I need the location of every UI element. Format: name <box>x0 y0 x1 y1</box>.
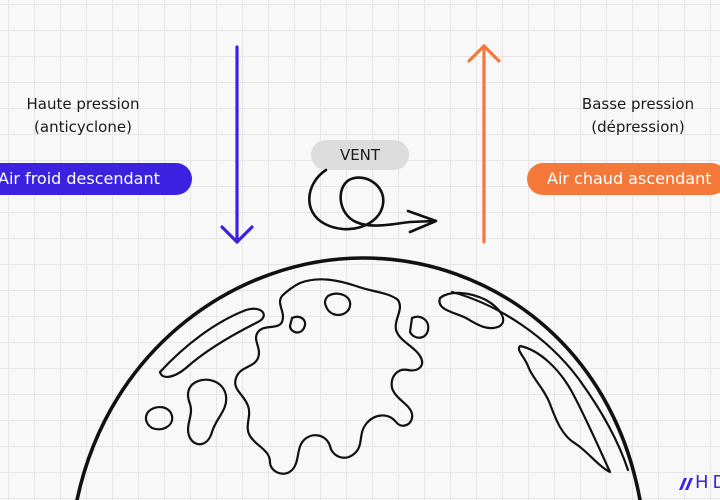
warm-air-ascending-badge: Air chaud ascendant <box>527 163 720 195</box>
high-pressure-subtitle: (anticyclone) <box>34 118 132 136</box>
logo-mark-icon <box>679 478 693 490</box>
cold-air-descending-badge: Air froid descendant <box>0 163 192 195</box>
logo-text: HD <box>695 472 720 493</box>
wind-badge: VENT <box>311 140 409 170</box>
high-pressure-label: Haute pression (anticyclone) <box>8 93 158 139</box>
low-pressure-subtitle: (dépression) <box>591 118 685 136</box>
low-pressure-title: Basse pression <box>581 95 695 113</box>
low-pressure-label: Basse pression (dépression) <box>562 93 714 139</box>
high-pressure-title: Haute pression <box>26 95 140 113</box>
